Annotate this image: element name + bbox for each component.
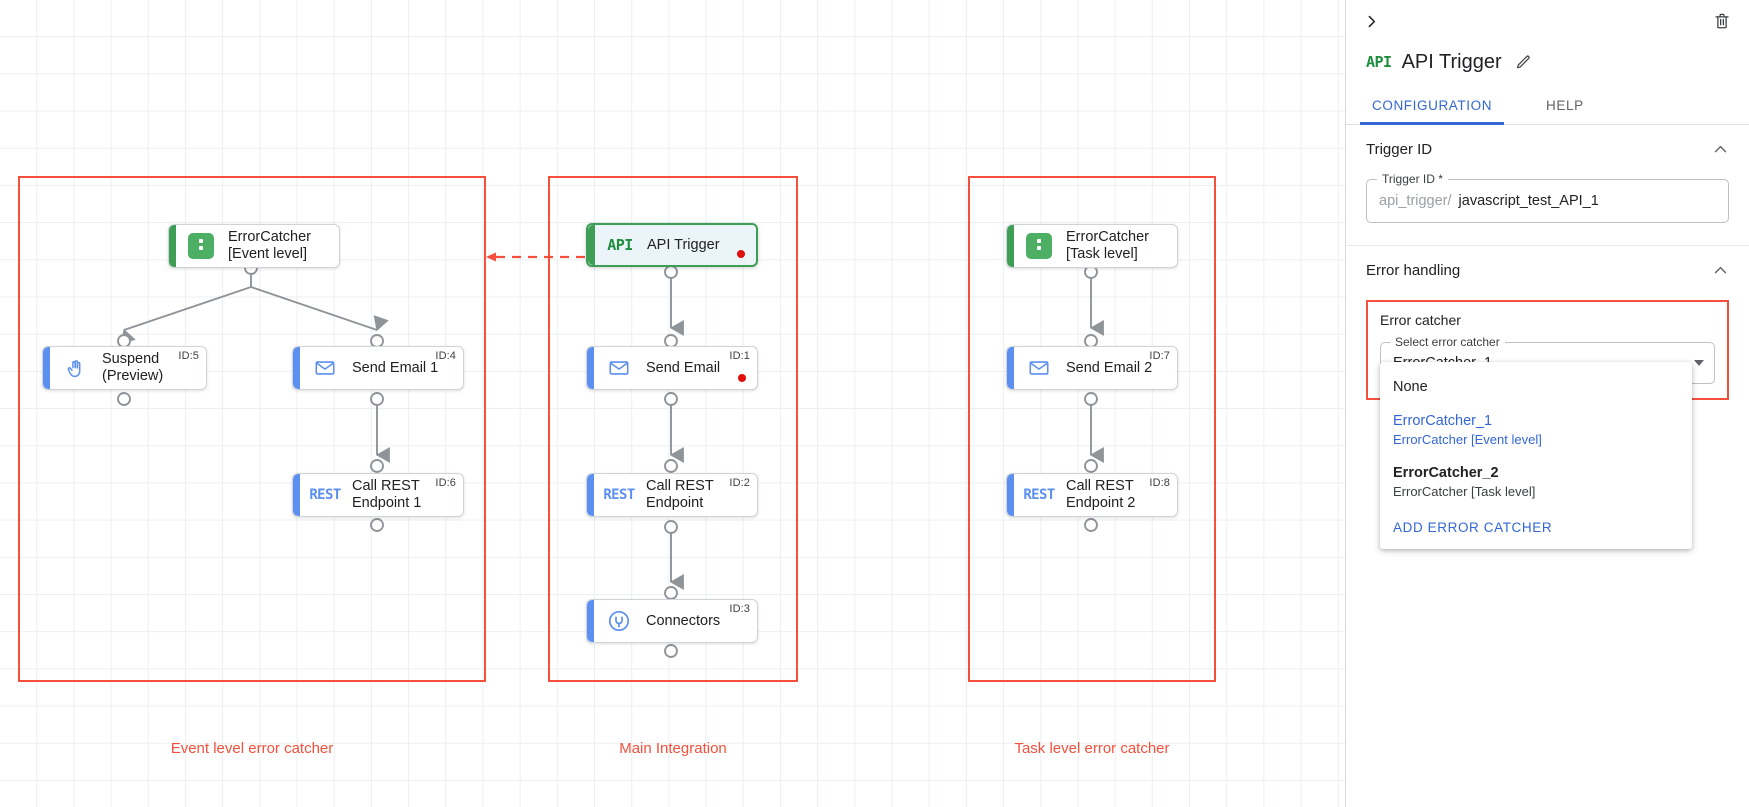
node-accent-bar (587, 474, 594, 516)
trigger-id-value: javascript_test_API_1 (1458, 193, 1599, 209)
node-id-label: ID:2 (729, 477, 750, 489)
node-accent-bar (169, 225, 176, 267)
node-accent-bar (587, 600, 594, 642)
trigger-id-legend: Trigger ID * (1377, 172, 1448, 186)
tab-configuration[interactable]: CONFIGURATION (1359, 98, 1505, 125)
option-label: ErrorCatcher_1 (1393, 413, 1493, 429)
node-call-rest-endpoint[interactable]: REST Call REST Endpoint ID:2 (586, 473, 758, 517)
node-connectors[interactable]: Connectors ID:3 (586, 599, 758, 643)
panel-tabs: CONFIGURATION HELP (1346, 98, 1749, 125)
node-id-label: ID:6 (435, 477, 456, 489)
api-icon: API (1366, 53, 1392, 71)
section-title: Error handling (1366, 261, 1461, 279)
page-title: API Trigger (1401, 50, 1502, 73)
dropdown-option-errorcatcher-2[interactable]: ErrorCatcher_2 ErrorCatcher [Task level] (1380, 456, 1692, 508)
main-integration-group-frame[interactable] (548, 176, 798, 682)
error-indicator-dot (738, 374, 746, 382)
section-trigger-id-header[interactable]: Trigger ID (1366, 125, 1729, 173)
flow-canvas[interactable]: Event level error catcher Main Integrati… (0, 0, 1345, 807)
panel-header: API API Trigger (1346, 42, 1749, 82)
node-accent-bar (43, 347, 50, 389)
option-sublabel: ErrorCatcher [Task level] (1393, 483, 1536, 499)
chevron-up-icon[interactable] (1712, 141, 1729, 158)
error-catcher-icon (185, 230, 217, 262)
chevron-down-icon[interactable] (1694, 360, 1704, 366)
node-id-label: ID:8 (1149, 477, 1170, 489)
node-accent-bar (587, 347, 594, 389)
node-send-email-1[interactable]: Send Email 1 ID:4 (292, 346, 464, 390)
section-title: Trigger ID (1366, 140, 1433, 158)
event-level-group-label: Event level error catcher (170, 740, 334, 757)
trigger-id-input[interactable]: Trigger ID * api_trigger/ javascript_tes… (1366, 172, 1729, 223)
option-sublabel: ErrorCatcher [Event level] (1393, 432, 1542, 447)
main-integration-group-label: Main Integration (619, 740, 727, 757)
node-label: Send Email 2 (1066, 359, 1153, 376)
dropdown-option-none[interactable]: None (1380, 370, 1692, 404)
error-catcher-block: Error catcher Select error catcher Error… (1366, 300, 1729, 549)
event-level-group-frame[interactable] (18, 176, 486, 682)
api-icon: API (607, 236, 633, 254)
node-id-label: ID:3 (729, 603, 750, 615)
panel-toolbar (1346, 0, 1749, 42)
node-error-catcher-task[interactable]: ErrorCatcher [Task level] (1006, 224, 1178, 268)
dropdown-option-errorcatcher-1[interactable]: ErrorCatcher_1 ErrorCatcher [Event level… (1380, 404, 1692, 456)
rest-icon: REST (309, 487, 341, 503)
node-accent-bar (588, 225, 595, 265)
node-label: ErrorCatcher [Event level] (228, 229, 311, 262)
section-error-handling: Error handling Error catcher Select erro… (1346, 246, 1749, 549)
pencil-icon[interactable] (1515, 54, 1532, 71)
node-label: API Trigger (647, 236, 720, 253)
task-level-group-frame[interactable] (968, 176, 1216, 682)
select-error-catcher-legend: Select error catcher (1390, 335, 1505, 349)
node-send-email-2[interactable]: Send Email 2 ID:7 (1006, 346, 1178, 390)
node-id-label: ID:5 (178, 350, 199, 362)
node-id-label: ID:1 (729, 350, 750, 362)
node-send-email[interactable]: Send Email ID:1 (586, 346, 758, 390)
email-icon (1023, 352, 1055, 384)
error-catcher-dropdown-menu[interactable]: None ErrorCatcher_1 ErrorCatcher [Event … (1380, 362, 1692, 549)
node-label: Suspend (Preview) (102, 351, 164, 384)
node-label: Send Email (646, 359, 721, 376)
node-accent-bar (1007, 474, 1014, 516)
node-accent-bar (1007, 347, 1014, 389)
node-label: Call REST Endpoint 2 (1066, 478, 1136, 511)
email-icon (603, 352, 635, 384)
node-api-trigger[interactable]: API API Trigger (586, 223, 758, 267)
node-error-catcher-event[interactable]: ErrorCatcher [Event level] (168, 224, 340, 268)
node-call-rest-endpoint-2[interactable]: REST Call REST Endpoint 2 ID:8 (1006, 473, 1178, 517)
task-level-group-label: Task level error catcher (1014, 740, 1170, 757)
node-suspend[interactable]: Suspend (Preview) ID:5 (42, 346, 207, 390)
trash-icon[interactable] (1709, 8, 1735, 34)
node-accent-bar (1007, 225, 1014, 267)
connectors-icon (603, 605, 635, 637)
node-label: Call REST Endpoint 1 (352, 478, 422, 511)
email-icon (309, 352, 341, 384)
tab-help[interactable]: HELP (1546, 98, 1584, 113)
node-accent-bar (293, 347, 300, 389)
node-id-label: ID:7 (1149, 350, 1170, 362)
node-call-rest-endpoint-1[interactable]: REST Call REST Endpoint 1 ID:6 (292, 473, 464, 517)
suspend-hand-icon (59, 352, 91, 384)
error-catcher-label: Error catcher (1380, 312, 1461, 328)
node-label: Send Email 1 (352, 359, 439, 376)
chevron-right-icon[interactable] (1358, 8, 1384, 34)
section-trigger-id: Trigger ID Trigger ID * api_trigger/ jav… (1346, 125, 1749, 246)
properties-panel: API API Trigger CONFIGURATION HELP Trigg… (1345, 0, 1749, 807)
node-label: Call REST Endpoint (646, 478, 714, 511)
node-id-label: ID:4 (435, 350, 456, 362)
add-error-catcher-button[interactable]: ADD ERROR CATCHER (1393, 519, 1553, 535)
rest-icon: REST (1023, 487, 1055, 503)
option-label: None (1393, 379, 1428, 395)
trigger-id-prefix: api_trigger/ (1379, 193, 1452, 209)
node-accent-bar (293, 474, 300, 516)
rest-icon: REST (603, 487, 635, 503)
chevron-up-icon[interactable] (1712, 262, 1729, 279)
section-error-handling-header[interactable]: Error handling (1366, 246, 1729, 294)
node-label: ErrorCatcher [Task level] (1066, 229, 1149, 262)
error-catcher-icon (1023, 230, 1055, 262)
node-label: Connectors (646, 612, 721, 629)
option-label: ErrorCatcher_2 (1393, 464, 1499, 481)
error-indicator-dot (737, 250, 745, 258)
